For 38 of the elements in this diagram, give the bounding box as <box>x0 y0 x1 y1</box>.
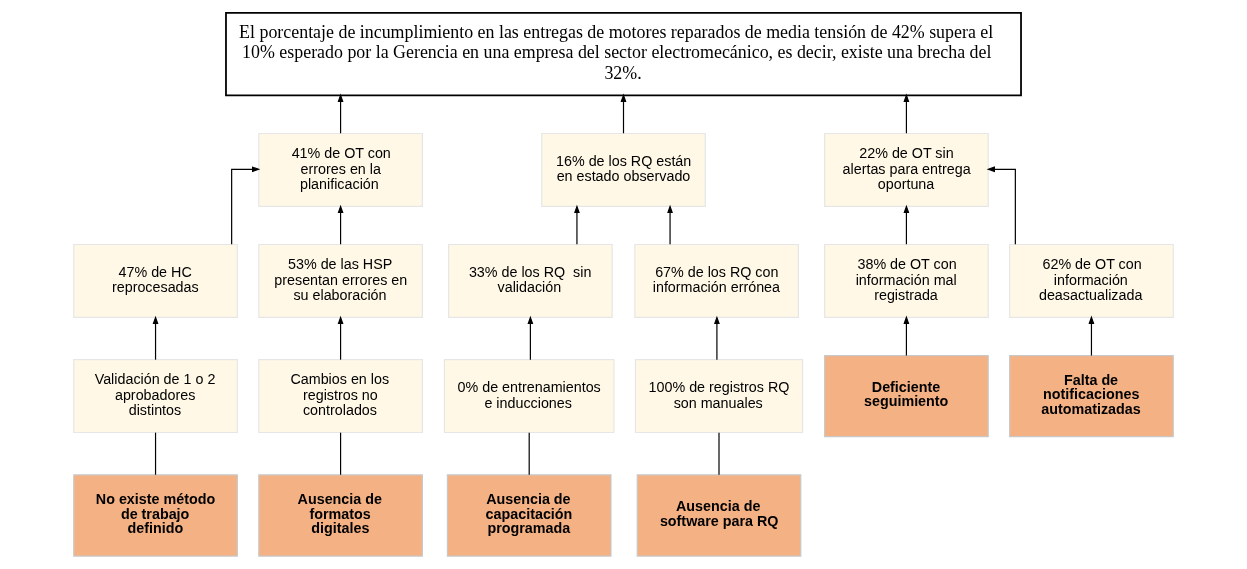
node-box: 33% de los RQ sin validación <box>448 243 613 318</box>
node-box: 38% de OT con información mal registrada <box>824 243 989 318</box>
connector <box>154 432 157 476</box>
arrow <box>152 315 159 361</box>
arrow <box>337 315 344 361</box>
arrow <box>903 204 910 245</box>
node-box: Cambios en los registros no controlados <box>258 359 423 434</box>
node-box: El porcentaje de incumplimiento en las entregas de motores reparados de media tensión de 42% supera el 10% esperado por la Gerencia en una empresa del sector electromecánico, es decir, existe una brecha del 32%. <box>225 12 1022 97</box>
node-box: 0% de entrenamientos e inducciones <box>443 359 615 434</box>
node-box: 47% de HC reprocesadas <box>73 243 238 318</box>
arrow <box>620 93 627 134</box>
node-box: 100% de registros RQ son manuales <box>634 359 804 434</box>
arrow <box>1088 315 1095 357</box>
node-box: 53% de las HSP presentan errores en su elaboración <box>258 243 423 318</box>
node-box: Deficiente seguimiento <box>824 354 989 438</box>
node-box: Ausencia de capacitación programada <box>446 474 612 557</box>
node-box: 62% de OT con información deasactualizada <box>1009 243 1174 318</box>
arrow <box>337 204 344 245</box>
arrow <box>337 93 344 134</box>
arrow <box>903 93 910 134</box>
arrow <box>574 204 580 245</box>
node-box: Ausencia de formatos digitales <box>258 474 423 557</box>
arrow <box>231 166 261 245</box>
node-box: No existe método de trabajo definido <box>73 474 238 557</box>
node-box: 22% de OT sin alertas para entrega oportuna <box>824 132 989 207</box>
node-box: Ausencia de software para RQ <box>636 474 802 557</box>
connector <box>528 432 530 476</box>
arrow <box>667 204 673 245</box>
node-box: Validación de 1 o 2 aprobadores distintos <box>73 359 238 434</box>
node-box: 41% de OT con errores en la planificación <box>258 132 423 207</box>
node-box: Falta de notificaciones automatizadas <box>1009 354 1174 438</box>
arrow <box>527 315 534 361</box>
arrow <box>986 166 1016 245</box>
arrow <box>903 315 910 357</box>
connector <box>340 432 342 476</box>
node-box: 16% de los RQ están en estado observado <box>541 132 706 207</box>
node-box: 67% de los RQ con información errónea <box>634 243 799 318</box>
arrow <box>714 315 720 361</box>
